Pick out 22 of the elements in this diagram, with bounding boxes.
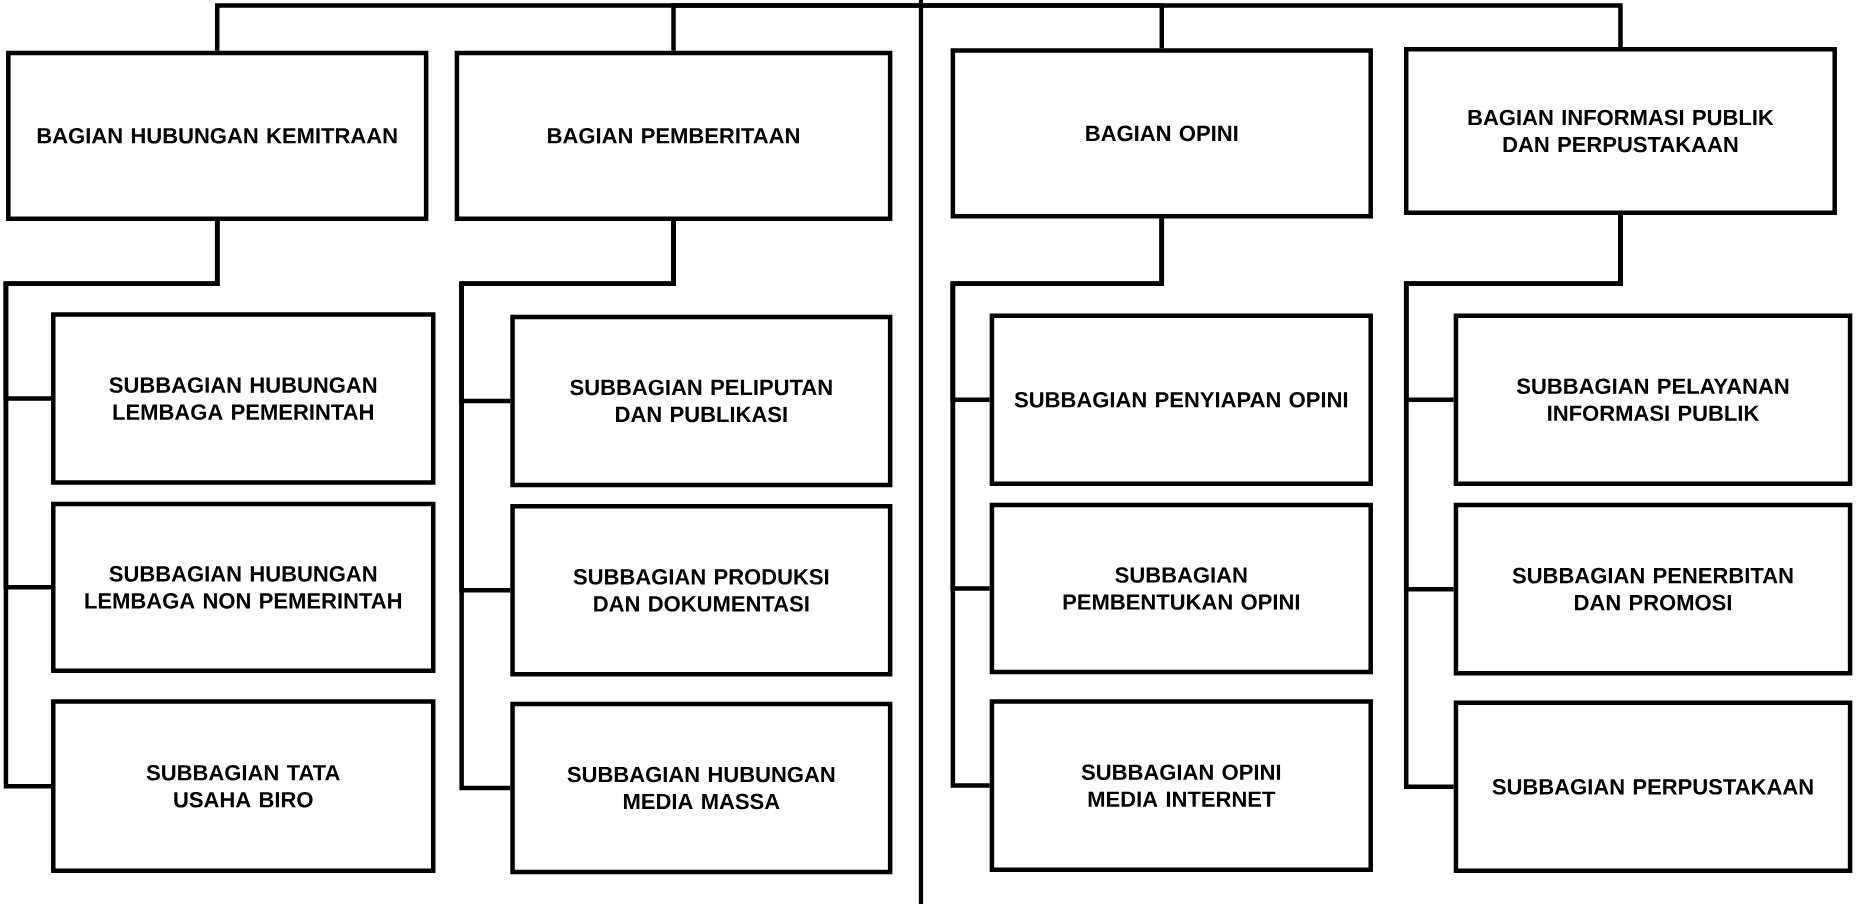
department-box: BAGIAN INFORMASI PUBLIK DAN PERPUSTAKAAN [1403, 47, 1837, 215]
connector-line [459, 220, 676, 791]
department-box: BAGIAN OPINI [950, 48, 1373, 219]
subdepartment-box: SUBBAGIAN OPINI MEDIA INTERNET [989, 699, 1373, 872]
subdepartment-box: SUBBAGIAN PERPUSTAKAAN [1453, 700, 1853, 874]
department-box: BAGIAN HUBUNGAN KEMITRAAN [6, 50, 429, 221]
connector-line [3, 220, 220, 789]
subdepartment-box: SUBBAGIAN PRODUKSI DAN DOKUMENTASI [510, 504, 893, 677]
department-box: BAGIAN PEMBERITAAN [454, 50, 893, 221]
connector-line [671, 3, 921, 51]
subdepartment-box: SUBBAGIAN PEMBENTUKAN OPINI [989, 502, 1373, 675]
subdepartment-box: SUBBAGIAN PELAYANAN INFORMASI PUBLIK [1453, 313, 1853, 487]
subdepartment-box: SUBBAGIAN PELIPUTAN DAN PUBLIKASI [510, 314, 893, 488]
connector-line [1403, 214, 1623, 790]
subdepartment-box: SUBBAGIAN TATA USAHA BIRO [51, 699, 436, 874]
subdepartment-box: SUBBAGIAN PENERBITAN DAN PROMOSI [1453, 502, 1853, 676]
subdepartment-box: SUBBAGIAN HUBUNGAN MEDIA MASSA [510, 701, 893, 875]
connector-line [920, 3, 1623, 48]
subdepartment-box: SUBBAGIAN PENYIAPAN OPINI [989, 313, 1373, 487]
subdepartment-box: SUBBAGIAN HUBUNGAN LEMBAGA PEMERINTAH [51, 312, 436, 485]
connector-line [950, 218, 1165, 788]
subdepartment-box: SUBBAGIAN HUBUNGAN LEMBAGA NON PEMERINTAH [51, 501, 436, 674]
